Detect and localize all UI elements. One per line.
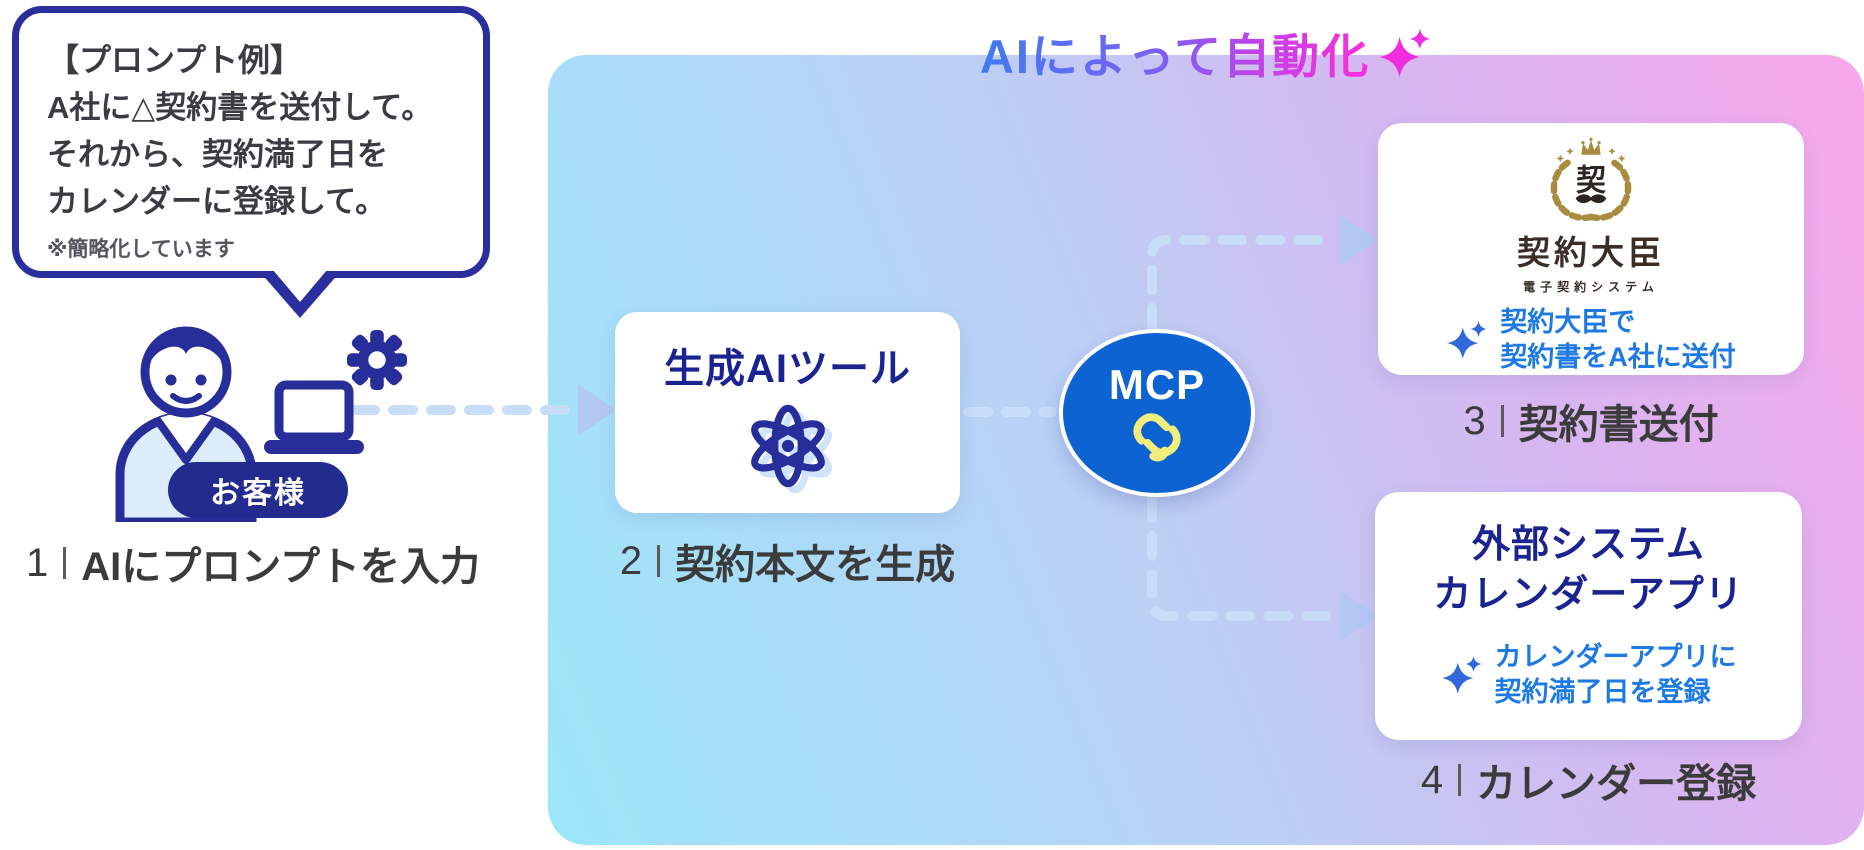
step-1-text: AIにプロンプトを入力 bbox=[81, 545, 481, 589]
bubble-line-3: カレンダーに登録して。 bbox=[47, 184, 387, 219]
calendar-action: カレンダーアプリに 契約満了日を登録 bbox=[1441, 640, 1737, 710]
atom-icon bbox=[750, 404, 832, 494]
panel-title: AIによって自動化 bbox=[548, 18, 1864, 87]
calendar-action-text: カレンダーアプリに 契約満了日を登録 bbox=[1495, 640, 1737, 710]
keiyaku-action-text: 契約大臣で 契約書をA社に送付 bbox=[1500, 305, 1736, 375]
laptop-icon bbox=[264, 380, 364, 454]
step-4-text: カレンダー登録 bbox=[1476, 762, 1757, 806]
title-sparkle-icon bbox=[1379, 28, 1431, 77]
calendar-title-line-1: 外部システム bbox=[1472, 524, 1705, 566]
calendar-title-line-2: カレンダーアプリ bbox=[1433, 574, 1744, 617]
keiyaku-brand-tagline: 電子契約システム bbox=[1523, 279, 1659, 294]
keiyaku-brand-name: 契約大臣 bbox=[1517, 233, 1665, 271]
calendar-action-line-1: カレンダーアプリに bbox=[1494, 642, 1737, 673]
step-2-text: 契約本文を生成 bbox=[675, 543, 956, 587]
step-4-label: 4 カレンダー登録 bbox=[1375, 751, 1802, 809]
emblem-kanji: 契 bbox=[1576, 164, 1606, 197]
keiyaku-action-line-2: 契約書をA社に送付 bbox=[1500, 341, 1736, 372]
bubble-title: 【プロンプト例】 bbox=[47, 42, 303, 78]
bubble-line-2: それから、契約満了日を bbox=[47, 137, 388, 172]
gear-icon bbox=[346, 329, 408, 391]
step-3-label: 3 契約書送付 bbox=[1378, 392, 1804, 450]
step-2-label: 2 契約本文を生成 bbox=[615, 532, 960, 590]
gen-ai-card-title: 生成AIツール bbox=[664, 347, 911, 391]
step-3-number: 3 bbox=[1463, 398, 1486, 443]
step-4-number: 4 bbox=[1420, 757, 1444, 802]
keiyaku-action: 契約大臣で 契約書をA社に送付 bbox=[1446, 305, 1736, 375]
sparkle-icon bbox=[1441, 656, 1481, 695]
keiyaku-action-line-1: 契約大臣で bbox=[1500, 306, 1636, 337]
calendar-card: 外部システム カレンダーアプリ カレンダーアプリに 契約満了日を登録 bbox=[1375, 492, 1802, 740]
gen-ai-card: 生成AIツール bbox=[615, 312, 960, 513]
step-separator bbox=[1500, 405, 1504, 437]
step-3-text: 契約書送付 bbox=[1518, 403, 1719, 447]
panel-title-text: AIによって自動化 bbox=[980, 18, 1370, 87]
laurel-crown-emblem: 契 bbox=[1550, 137, 1632, 222]
calendar-card-title: 外部システム カレンダーアプリ bbox=[1433, 520, 1743, 620]
bubble-tail-fill bbox=[273, 270, 327, 302]
step-2-number: 2 bbox=[619, 538, 643, 583]
bubble-line-1: A社に△契約書を送付して。 bbox=[47, 90, 433, 125]
mcp-mark-icon bbox=[1133, 413, 1181, 462]
step-separator bbox=[63, 547, 67, 579]
customer-badge: お客様 bbox=[168, 462, 348, 518]
step-separator bbox=[1458, 764, 1462, 796]
step-separator bbox=[657, 545, 661, 577]
emblem-mustache bbox=[1575, 194, 1607, 204]
mcp-label: MCP bbox=[1108, 361, 1206, 408]
customer-badge-label: お客様 bbox=[210, 477, 306, 510]
sparkle-icon bbox=[1447, 321, 1487, 359]
calendar-action-line-2: 契約満了日を登録 bbox=[1494, 677, 1711, 708]
bubble-note: ※簡略化しています bbox=[47, 238, 235, 261]
prompt-example-bubble: 【プロンプト例】 A社に△契約書を送付して。 それから、契約満了日を カレンダー… bbox=[12, 6, 490, 278]
keiyaku-daijin-card: 契 契約大臣 電子契約システム 契約大臣で 契約書をA社に送付 bbox=[1378, 123, 1804, 375]
mcp-node: MCP bbox=[1059, 329, 1255, 497]
step-1-number: 1 bbox=[26, 540, 49, 585]
step-1-label: 1 AIにプロンプトを入力 bbox=[26, 534, 480, 592]
